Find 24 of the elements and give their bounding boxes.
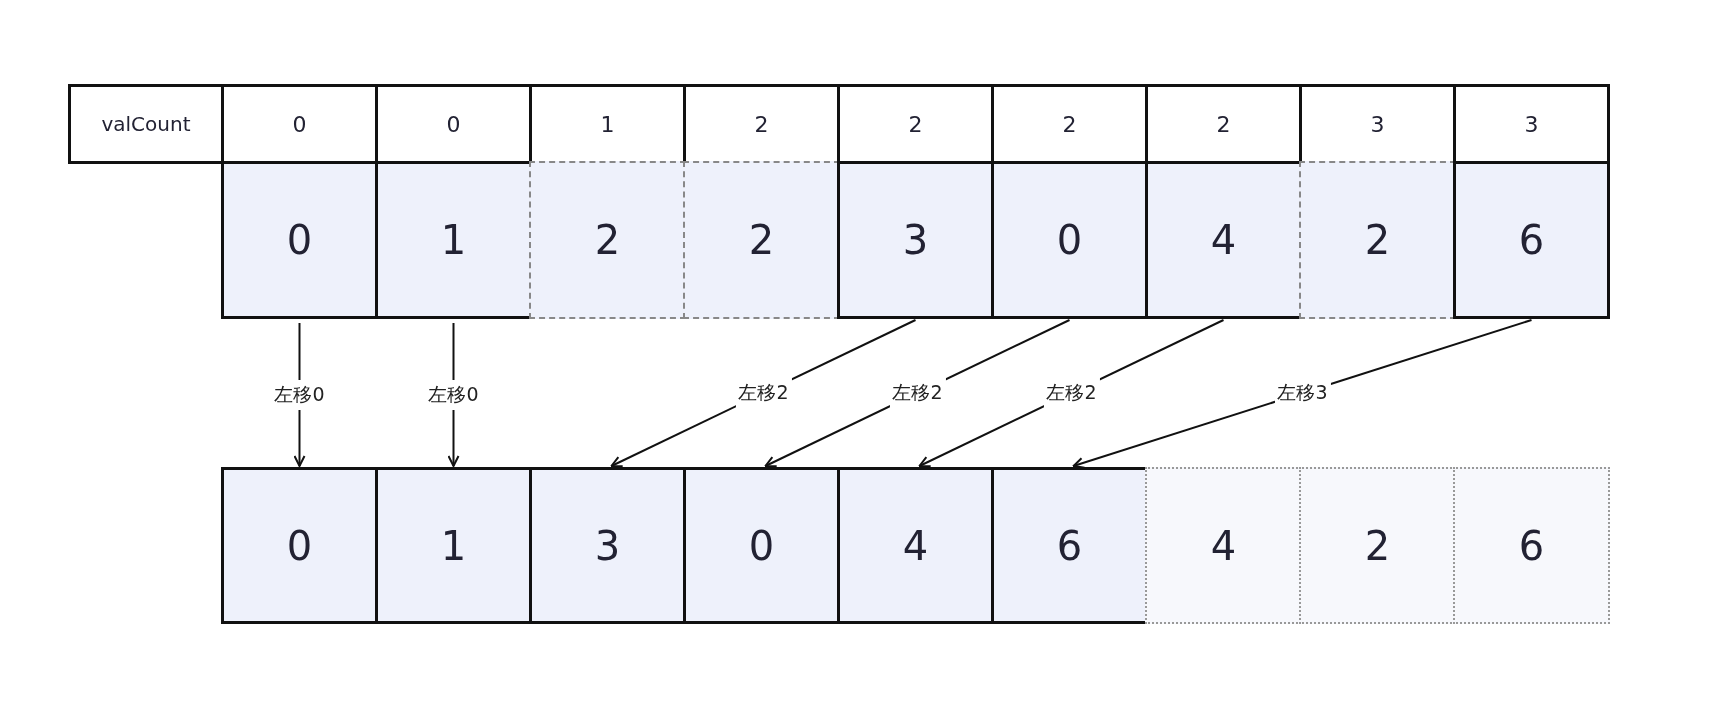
array-cell: 4 bbox=[1145, 161, 1302, 319]
header-cell: valCount bbox=[68, 84, 224, 164]
array-cell: 0 bbox=[991, 161, 1148, 319]
array-cell: 0 bbox=[683, 467, 840, 624]
array-cell: 0 bbox=[221, 161, 378, 319]
array-cell: 3 bbox=[837, 161, 994, 319]
arrow bbox=[1072, 319, 1533, 469]
array-cell: 1 bbox=[375, 467, 532, 624]
array-cell: 0 bbox=[221, 467, 378, 624]
array-cell: 4 bbox=[1145, 467, 1302, 624]
array-cell: 2 bbox=[1299, 467, 1456, 624]
array-cell: 6 bbox=[991, 467, 1148, 624]
edge-label: 左移2 bbox=[735, 378, 792, 408]
array-cell: 3 bbox=[529, 467, 686, 624]
array-cell: 6 bbox=[1453, 161, 1610, 319]
array-cell: 1 bbox=[375, 161, 532, 319]
count-cell: 3 bbox=[1453, 84, 1610, 164]
edge-label: 左移2 bbox=[889, 378, 946, 408]
array-cell: 2 bbox=[529, 161, 686, 319]
array-cell: 4 bbox=[837, 467, 994, 624]
array-cell: 6 bbox=[1453, 467, 1610, 624]
array-cell: 2 bbox=[683, 161, 840, 319]
array-cell: 2 bbox=[1299, 161, 1456, 319]
edge-label: 左移2 bbox=[1043, 378, 1100, 408]
